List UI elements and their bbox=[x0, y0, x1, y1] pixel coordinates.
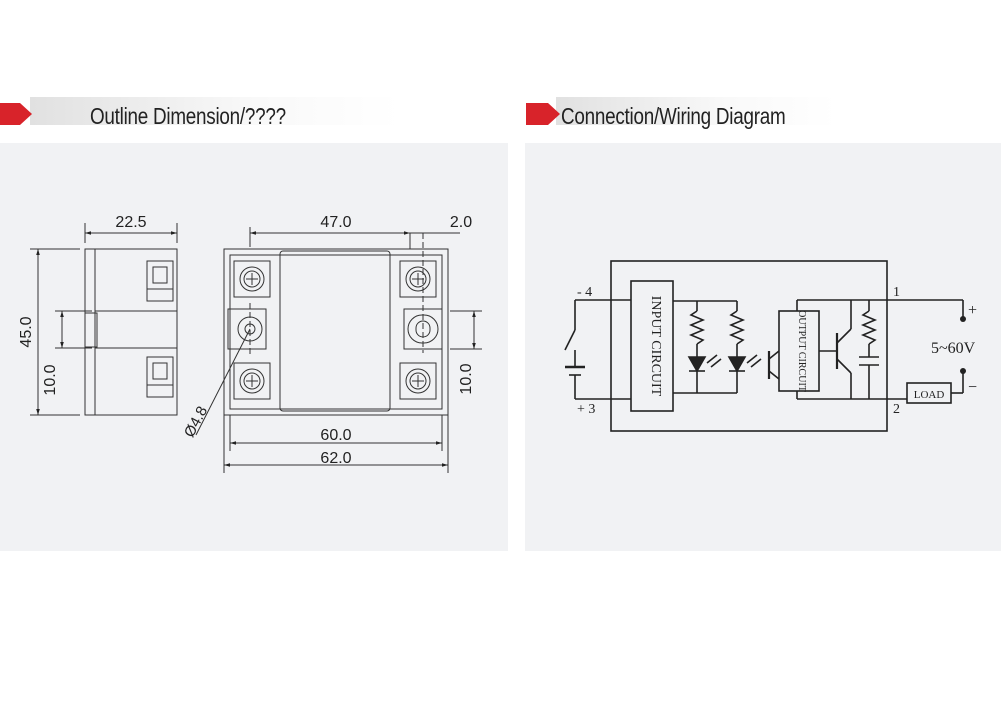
outline-title: Outline Dimension/???? bbox=[90, 103, 286, 129]
load-label: LOAD bbox=[914, 389, 945, 401]
wiring-diagram-panel: - 4 + 3 1 2 INPUT CIRCUIT OUTPUT CIRCUIT… bbox=[525, 143, 1001, 551]
dim-outer-width: 62.0 bbox=[320, 450, 351, 467]
terminal-screw-icon bbox=[399, 260, 437, 298]
dim-hole: Ø4.8 bbox=[181, 404, 211, 441]
resistor-icon bbox=[860, 310, 878, 345]
pin-3-label: + 3 bbox=[577, 402, 595, 417]
dim-top-width: 47.0 bbox=[320, 214, 351, 231]
red-tab-icon bbox=[526, 103, 560, 125]
input-circuit-block bbox=[630, 280, 674, 412]
dim-front-slot: 10.0 bbox=[458, 363, 475, 394]
plus-label: + bbox=[968, 302, 977, 319]
output-circuit-label: OUTPUT CIRCUIT bbox=[796, 310, 807, 392]
front-view bbox=[223, 248, 449, 416]
terminal-screw-icon bbox=[233, 362, 271, 400]
minus-label: − bbox=[968, 379, 977, 396]
led-icon bbox=[727, 356, 747, 373]
dim-offset: 2.0 bbox=[450, 214, 472, 231]
wiring-header: Connection/Wiring Diagram bbox=[526, 95, 836, 135]
pin-4-label: - 4 bbox=[577, 285, 592, 300]
voltage-label: 5~60V bbox=[931, 340, 976, 357]
switch-icon bbox=[564, 329, 576, 351]
red-tab-icon bbox=[0, 103, 32, 125]
outline-drawing-panel: 22.5 45.0 10.0 47.0 2.0 10.0 Ø4.8 60.0 6… bbox=[0, 143, 508, 551]
outline-drawing: 22.5 45.0 10.0 47.0 2.0 10.0 Ø4.8 60.0 6… bbox=[18, 214, 482, 473]
wiring-title: Connection/Wiring Diagram bbox=[561, 103, 786, 129]
wiring-diagram: - 4 + 3 1 2 INPUT CIRCUIT OUTPUT CIRCUIT… bbox=[564, 260, 977, 432]
header-strip bbox=[556, 97, 836, 125]
header-strip bbox=[30, 97, 400, 125]
resistor-icon bbox=[728, 310, 746, 345]
outline-header: Outline Dimension/???? bbox=[0, 95, 420, 135]
pin-1-label: 1 bbox=[893, 285, 900, 300]
dim-side-slot: 10.0 bbox=[42, 364, 59, 395]
resistor-icon bbox=[688, 310, 706, 345]
side-view bbox=[84, 248, 178, 416]
dim-height: 45.0 bbox=[18, 316, 35, 347]
relay-body bbox=[610, 260, 888, 432]
led-icon bbox=[687, 356, 707, 373]
terminal-screw-icon bbox=[233, 260, 271, 298]
terminal-screw-icon bbox=[399, 362, 437, 400]
dim-inner-width: 60.0 bbox=[320, 427, 351, 444]
pin-2-label: 2 bbox=[893, 402, 900, 417]
input-circuit-label: INPUT CIRCUIT bbox=[648, 296, 663, 397]
dim-side-width: 22.5 bbox=[115, 214, 146, 231]
